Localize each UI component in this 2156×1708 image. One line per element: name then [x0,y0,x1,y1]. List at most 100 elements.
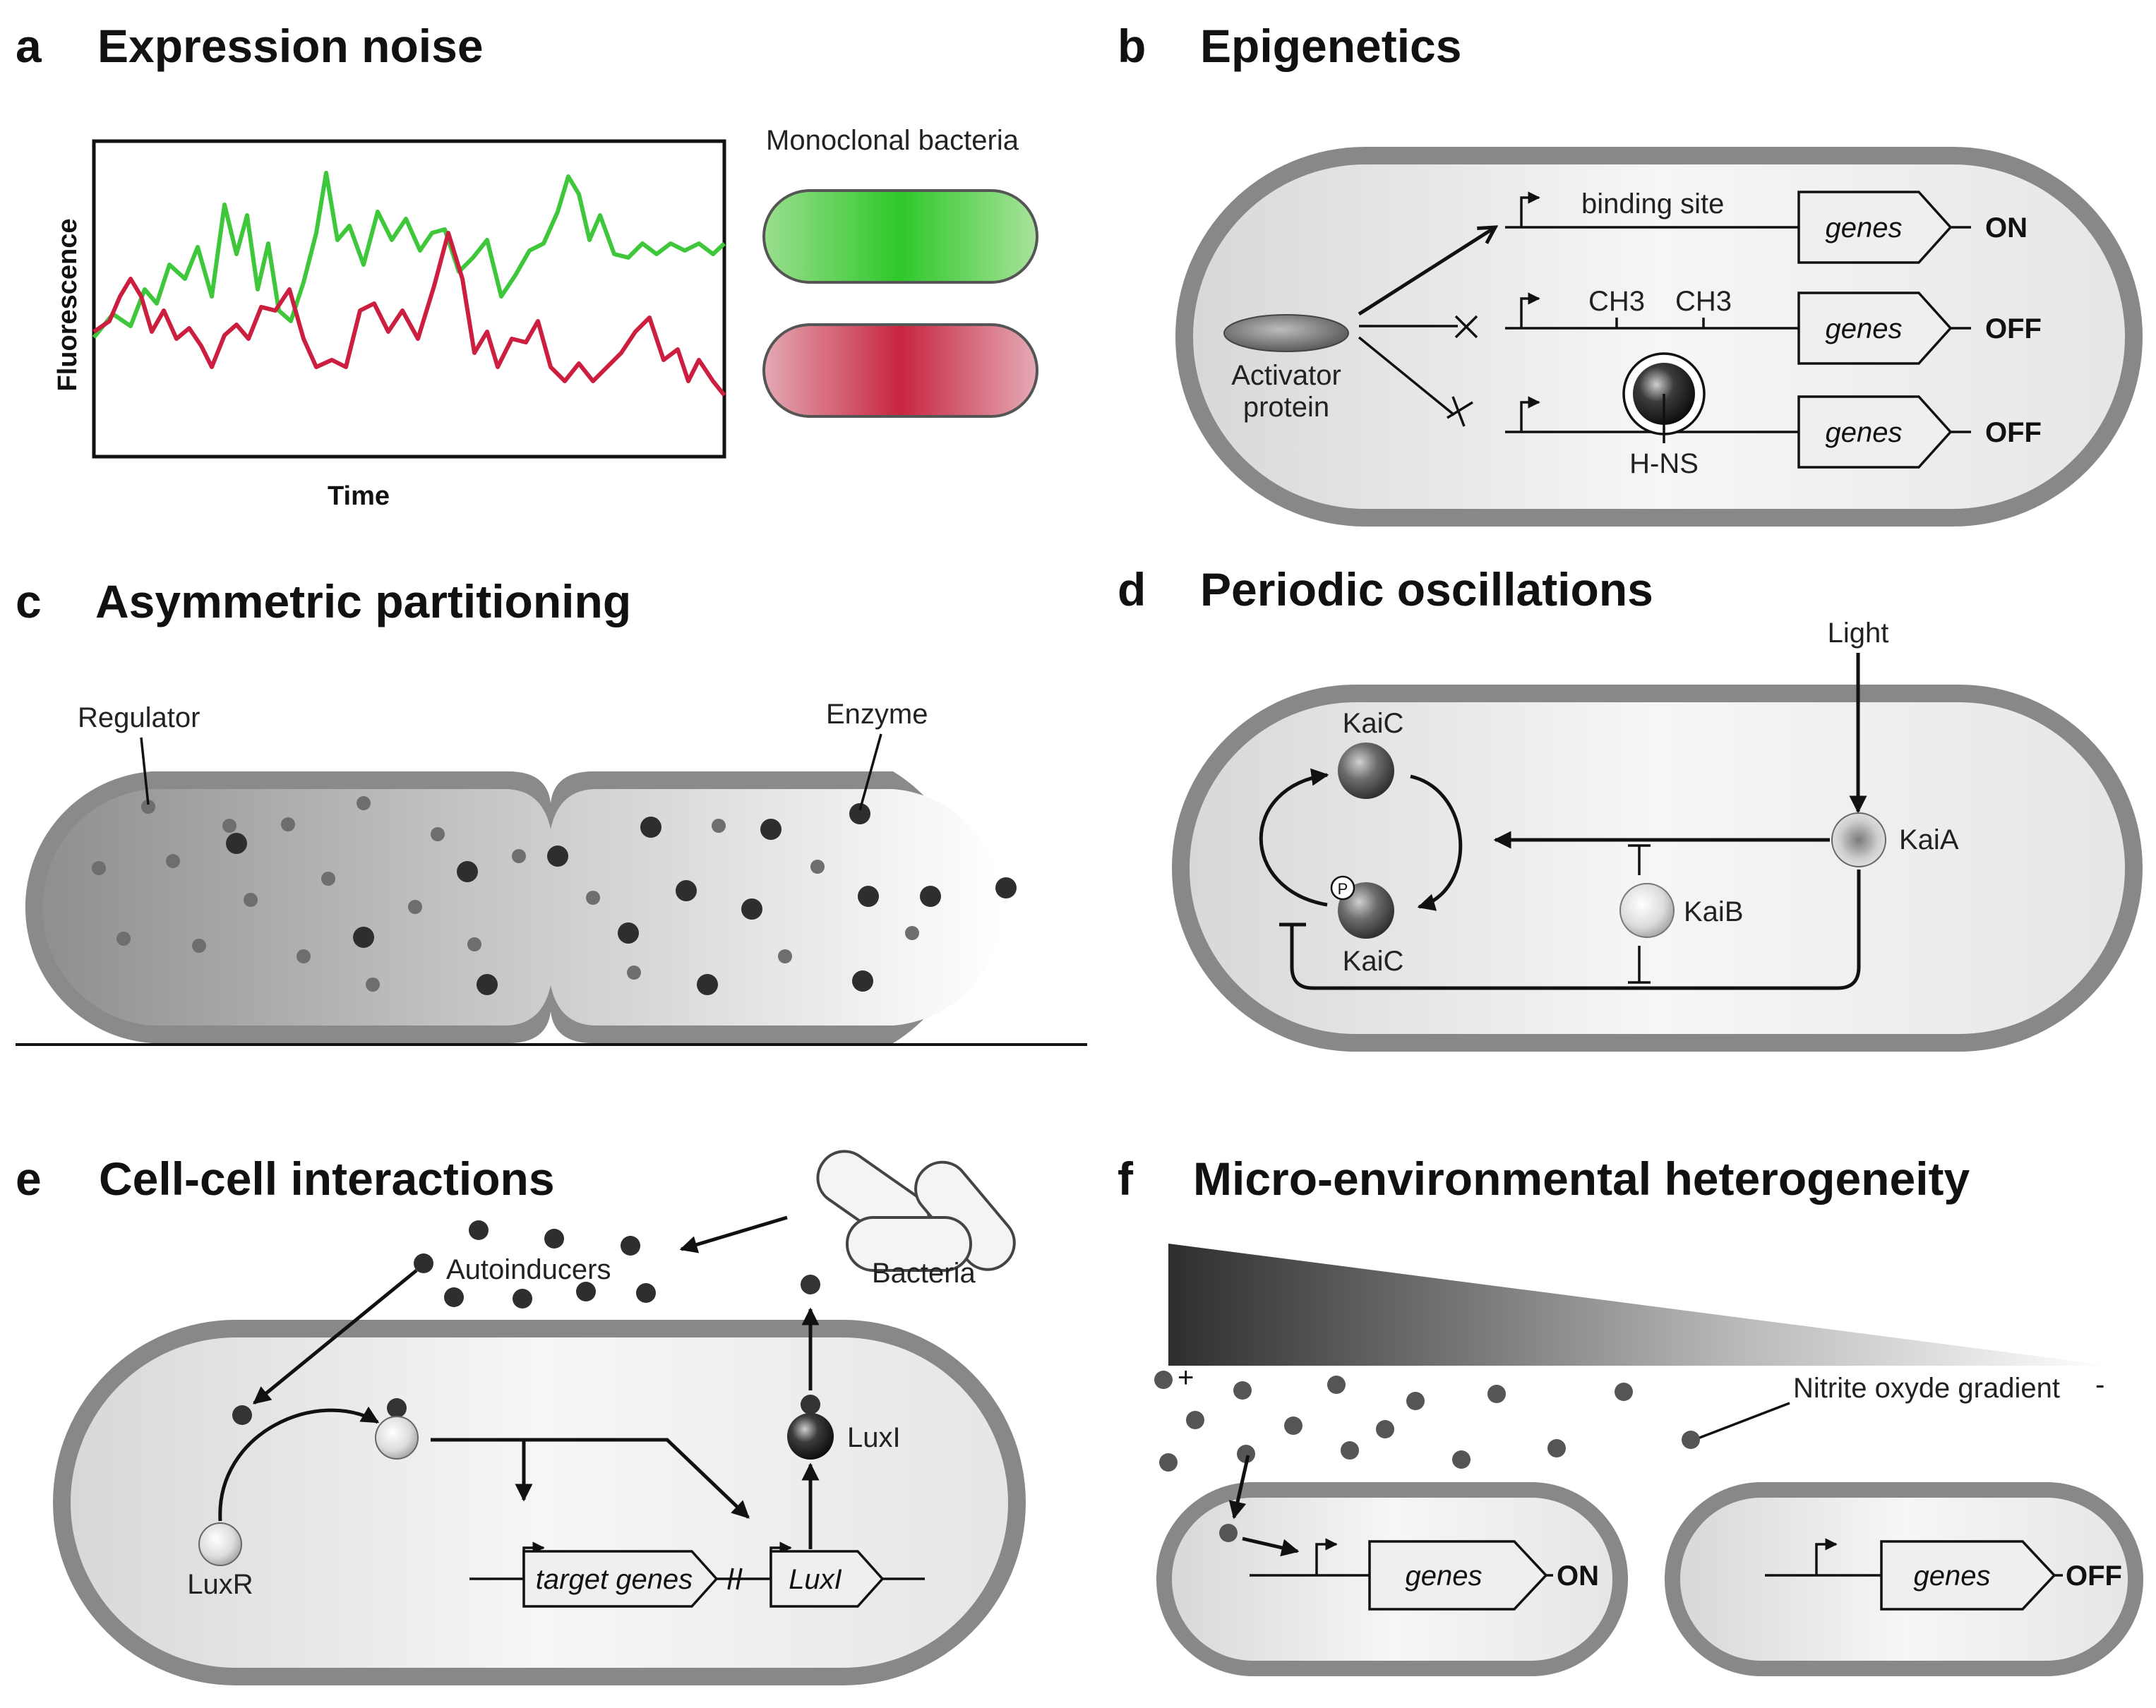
hns-label: H-NS [1629,448,1699,479]
oscillation-cell [1190,702,2125,1034]
particle-dot [760,819,781,840]
particle-dot [858,886,879,907]
state-label-1: ON [1985,212,2028,243]
kaia-inhibition-path [1290,870,1861,990]
light-label: Light [1828,618,1889,649]
luxi-gene-label: LuxI [789,1564,842,1595]
particle-dot [281,817,295,831]
nitrite-oxide-dot [1547,1439,1566,1457]
kaic-top-sphere [1338,742,1394,799]
particle-dot [297,949,311,963]
particle-dot [141,800,155,814]
luxi-gene-box [769,1550,885,1608]
panel-letter-e: e [16,1153,42,1205]
panel-letter-c: c [16,575,42,627]
autoinducer-dot [444,1287,464,1307]
particle-dot [244,893,258,907]
particle-dot [192,939,206,953]
autoinducer-entry-arrow [253,1269,418,1405]
enzyme-pointer [858,733,882,811]
monoclonal-label: Monoclonal bacteria [766,125,1019,156]
luxr-label: LuxR [187,1569,253,1600]
particle-dot [366,978,380,992]
particle-dot [92,861,106,875]
cycle-arrow-left [1259,768,1329,907]
particle-dot [640,817,661,838]
nitrite-oxide-dot [1682,1431,1700,1449]
particle-dot [357,796,371,810]
ch3-label-1: CH3 [1588,286,1645,317]
autoinducer-dot [544,1229,564,1249]
nitrite-oxide-dot [1233,1381,1252,1400]
complex-to-luxi-arrow [431,1438,750,1519]
genes-label-2: genes [1826,313,1903,344]
phosphate-label: P [1338,880,1348,898]
neighbor-bacterium-3 [846,1216,972,1272]
particle-dot [166,854,180,868]
gradient-minus: - [2095,1369,2104,1400]
gradient-wedge [1168,1244,2111,1366]
particle-dot [222,819,236,833]
panel-title-b: Epigenetics [1200,20,1461,72]
autoinducer-dot [621,1236,640,1256]
nitrite-oxide-dot [1237,1445,1255,1463]
panel-b: b Epigenetics Activator protein binding … [1118,20,2143,527]
particle-dot [676,880,697,901]
kaib-label: KaiB [1684,896,1744,927]
block-x-2 [1447,396,1473,427]
particle-dot [547,846,568,867]
luxi-product-dot [801,1395,820,1414]
nitrite-oxide-dot [1159,1453,1178,1472]
activator-label-2: protein [1243,392,1329,423]
y-axis-label: Fluorescence [53,219,83,392]
nitrite-oxide-dot [1341,1441,1359,1460]
luxr-complex-sphere [375,1416,419,1460]
cycle-arrow-right [1410,774,1463,911]
kaic-top-label: KaiC [1343,708,1404,739]
nitrite-oxide-dot [1154,1371,1173,1389]
particle-dot [849,803,870,824]
gradient-pointer [1697,1402,1790,1440]
enzyme-label: Enzyme [826,699,928,730]
particle-dot [995,877,1017,898]
kaia-sphere [1831,812,1886,867]
autoinducer-dot [414,1253,433,1273]
panel-title-c: Asymmetric partitioning [95,575,631,627]
cell-off-genes-box [1880,1540,2056,1611]
exported-autoinducer [801,1275,820,1294]
regulator-pointer [140,737,150,805]
bound-autoinducer [387,1398,407,1418]
kaia-label: KaiA [1899,824,1959,855]
particle-dot [512,849,526,863]
red-fluorescence-trace [92,231,726,397]
particle-dot [321,872,335,886]
particle-dot [778,949,792,963]
noise-plot-frame [92,139,726,459]
activator-label-1: Activator [1231,360,1341,391]
particle-dot [712,819,726,833]
phosphate-badge [1330,875,1355,901]
activator-protein-shape [1223,314,1349,352]
red-bacterium [762,323,1038,418]
green-fluorescence-trace [92,171,726,339]
panel-d: d Periodic oscillations Light KaiA KaiC … [1118,563,2143,1052]
luxi-label: LuxI [847,1422,901,1453]
panel-letter-f: f [1118,1153,1134,1205]
nitrite-oxide-dot [1327,1376,1346,1394]
autoinducer-dot [513,1289,532,1309]
kaib-sphere [1619,883,1675,938]
no-inside-dot [1219,1524,1238,1542]
state-label-3: OFF [1985,417,2042,448]
particle-dot [697,974,718,995]
gradient-label: Nitrite oxyde gradient [1793,1373,2060,1404]
autoinducer-dot [576,1282,596,1301]
panel-title-e: Cell-cell interactions [99,1153,555,1205]
cell-on-promoter [1315,1538,1338,1575]
autoinducer-inside [232,1405,252,1425]
particles [92,796,1017,995]
particle-dot [920,886,941,907]
kaic-bottom-sphere [1338,882,1394,939]
luxr-binding-arrow [218,1406,380,1522]
quorum-cell [71,1337,1008,1668]
